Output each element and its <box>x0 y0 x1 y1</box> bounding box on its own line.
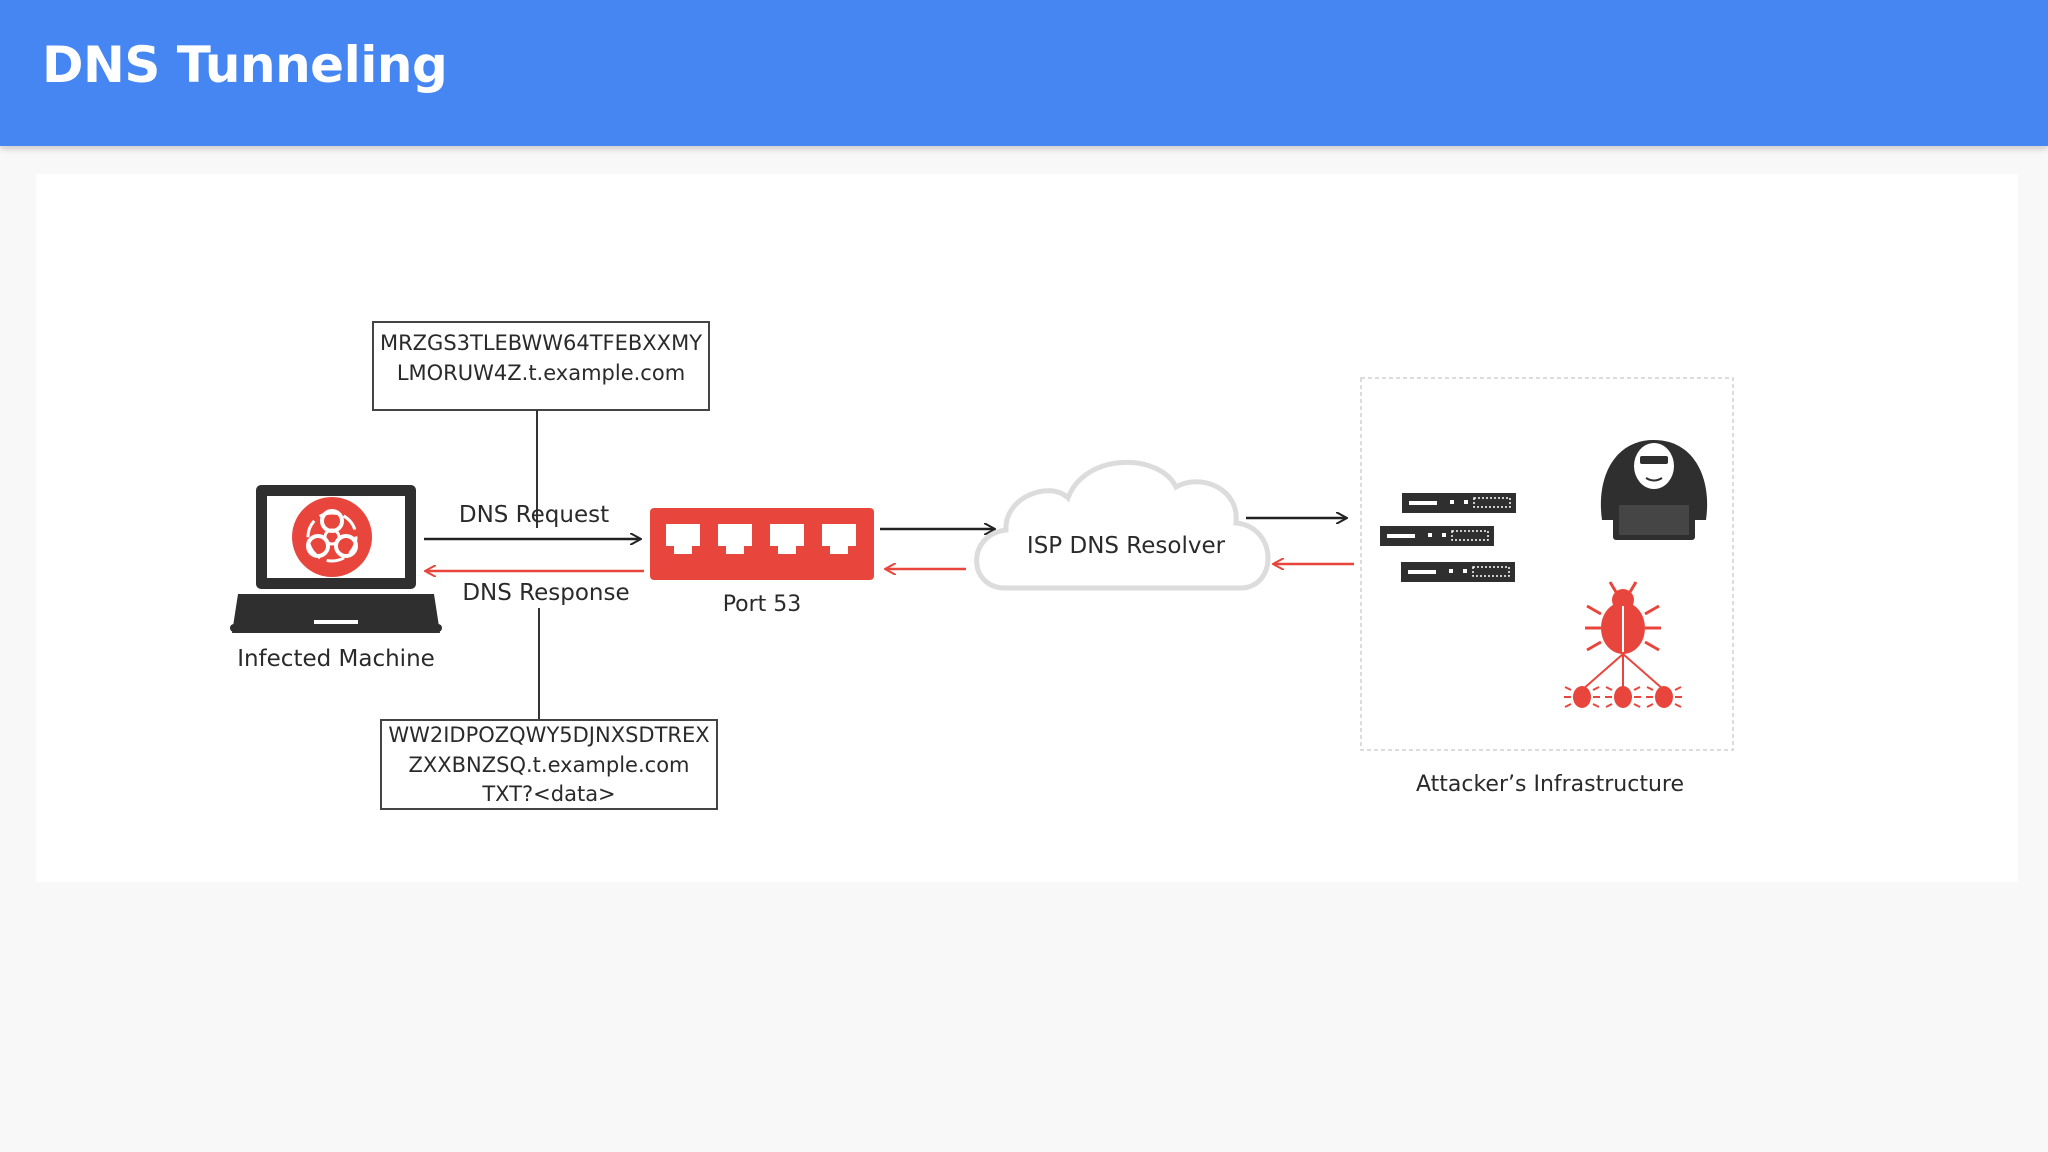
bug-icon <box>1564 581 1682 708</box>
dns-response-label: DNS Response <box>462 580 629 606</box>
response-query-line3: TXT?<data> <box>481 782 615 806</box>
biohazard-icon <box>292 497 372 577</box>
request-query-line1: MRZGS3TLEBWW64TFEBXXMY <box>380 331 702 355</box>
dns-request-label: DNS Request <box>459 502 609 528</box>
server-rack-icon <box>1380 493 1516 582</box>
dns-response-query-box <box>380 719 718 810</box>
cloud-icon <box>974 459 1271 591</box>
request-query-line2: LMORUW4Z.t.example.com <box>397 361 685 385</box>
attacker-infrastructure-box <box>1360 377 1734 751</box>
network-switch-icon <box>650 508 874 580</box>
hacker-icon <box>1600 440 1708 540</box>
response-query-line1: WW2IDPOZQWY5DJNXSDTREX <box>388 723 709 747</box>
infected-machine-label: Infected Machine <box>237 646 435 672</box>
response-query-line2: ZXXBNZSQ.t.example.com <box>408 753 689 777</box>
attacker-infrastructure-label: Attacker’s Infrastructure <box>1416 772 1684 797</box>
port-label: Port 53 <box>723 592 802 617</box>
dns-request-query-box <box>372 321 710 411</box>
header-bar: DNS Tunneling <box>0 0 2048 146</box>
resolver-label: ISP DNS Resolver <box>1027 533 1226 559</box>
page-title: DNS Tunneling <box>42 36 448 94</box>
